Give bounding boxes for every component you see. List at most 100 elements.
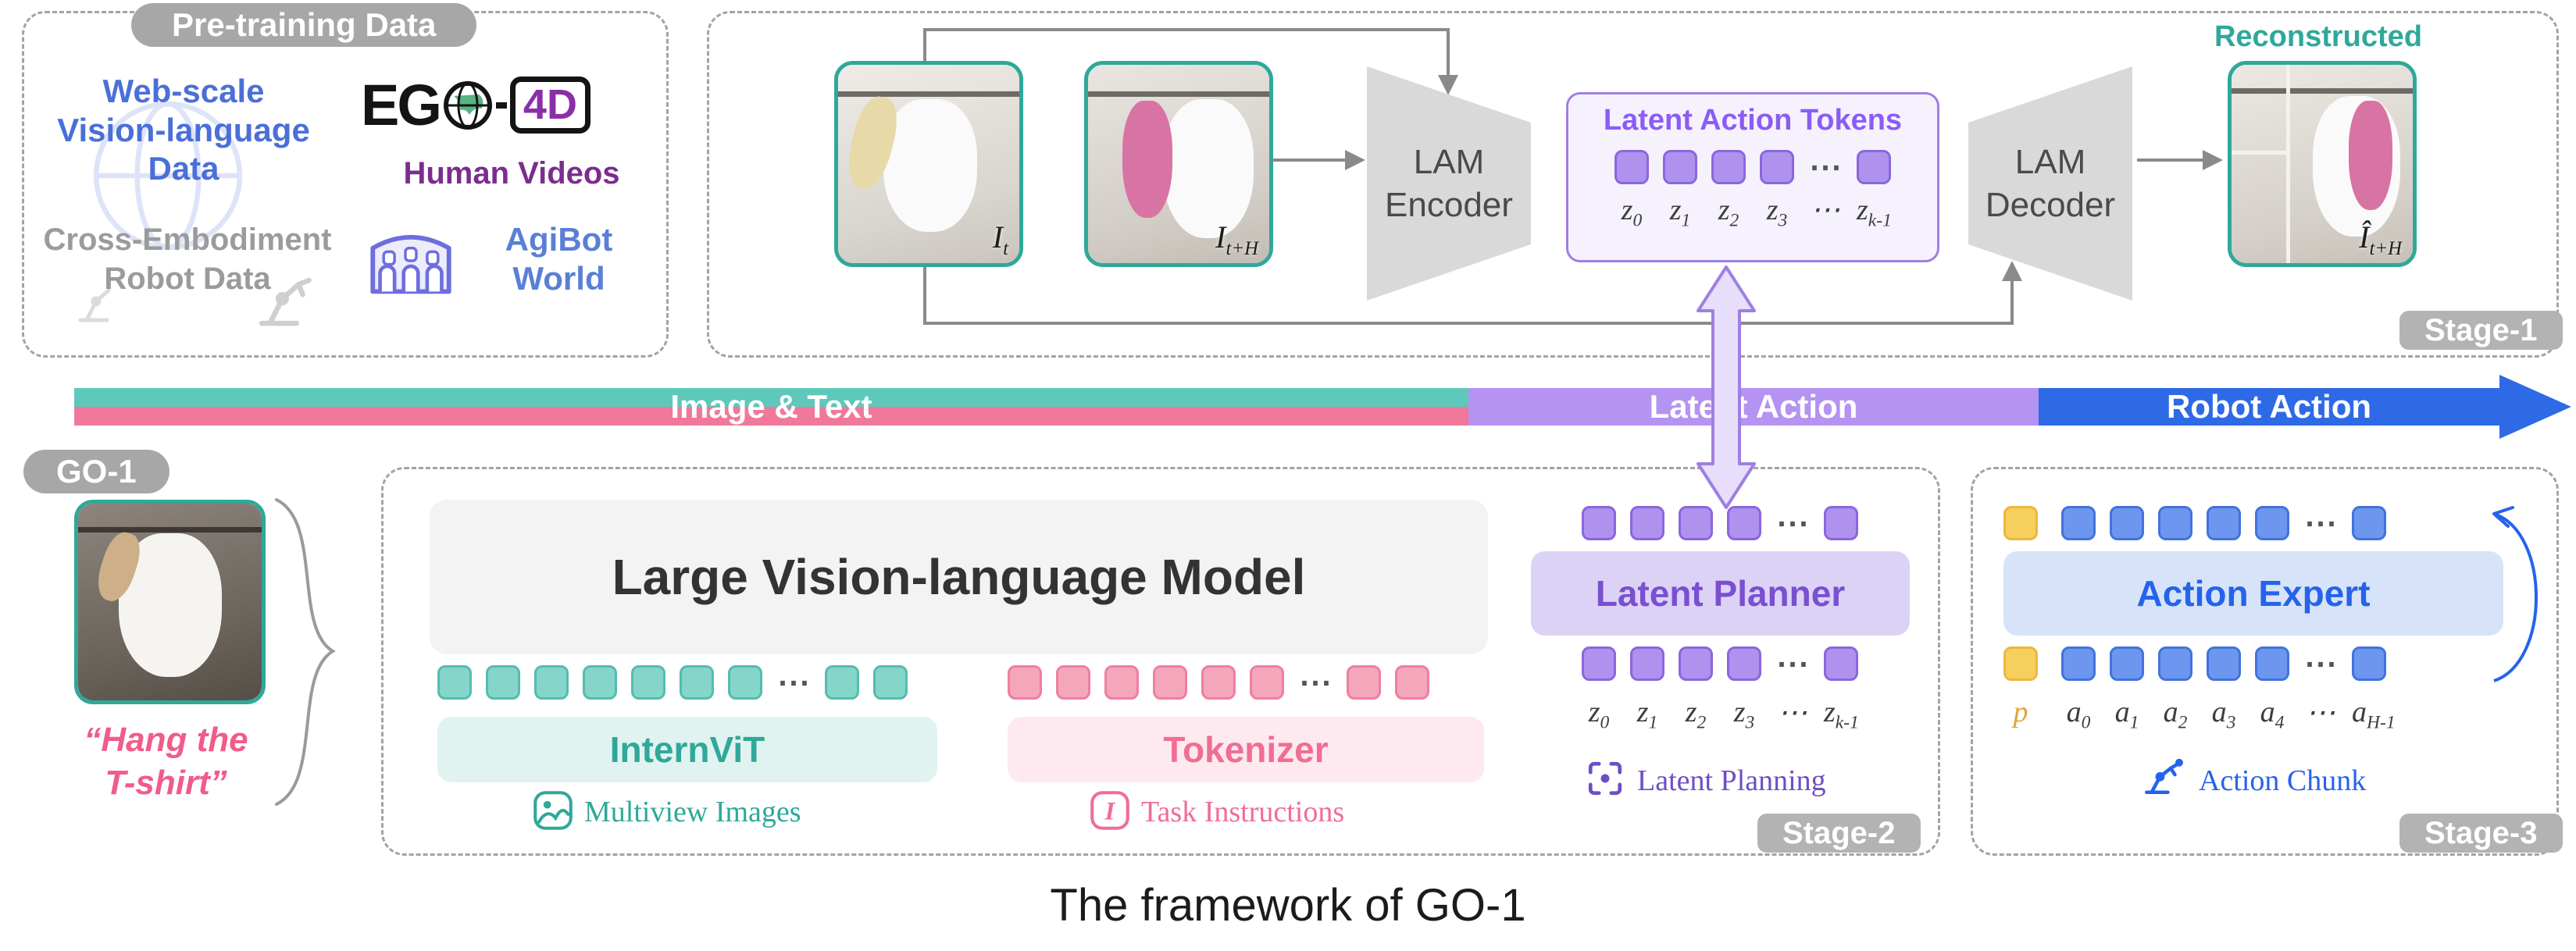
glasses-bridge (495, 102, 507, 109)
vision-token-square (873, 665, 908, 700)
token-label-base: z (1685, 696, 1697, 728)
web-scale-data-label: Web-scale Vision-language Data (47, 72, 320, 188)
action-token-square (2207, 506, 2241, 540)
latent-action-tokens-title: Latent Action Tokens (1603, 104, 1903, 137)
latent-action-token-row: ⋯ (1568, 150, 1937, 184)
token-label: a4 (2255, 695, 2289, 735)
token-label-base: z (1857, 193, 1868, 226)
stage1-box (707, 11, 2559, 358)
token-label-sub: 2 (1729, 210, 1739, 231)
agibot-line: World (512, 260, 605, 297)
observation-image-t: It (834, 61, 1023, 267)
agibot-world-label: AgiBot World (467, 220, 651, 299)
image-label-sub: t (1003, 238, 1008, 259)
token-label-base: a (2211, 696, 2227, 728)
wardrobe-rod (2232, 88, 2413, 94)
arrow-to-encoder (1345, 150, 1365, 170)
token-label: z2 (1679, 695, 1713, 735)
image-label-sub: t+H (1226, 238, 1258, 259)
ellipsis: ⋯ (2304, 645, 2337, 682)
token-label-base: z (1824, 696, 1836, 728)
latent-token-square (1679, 646, 1713, 681)
vision-token-row: ⋯ (437, 665, 908, 700)
token-label: a1 (2110, 695, 2144, 735)
web-scale-line: Web-scale (102, 73, 265, 109)
globe-icon (443, 80, 492, 130)
proprio-token-square (2003, 646, 2038, 681)
latent-token-square (1727, 506, 1761, 540)
action-token-square (2352, 646, 2386, 681)
token-label-sub: 0 (1600, 712, 1610, 733)
action-token-square (2255, 506, 2289, 540)
token-label: z1 (1663, 193, 1697, 232)
stage3-pill: Stage-3 (2399, 814, 2563, 853)
cross-embodiment-label: Cross-Embodiment Robot Data (31, 220, 344, 298)
latent-token-square (1582, 646, 1616, 681)
go1-pill: GO-1 (23, 450, 169, 493)
token-label: ⋯ (2303, 695, 2338, 735)
token-label: z3 (1727, 695, 1761, 735)
latent-token-square (1679, 506, 1713, 540)
reconstructed-label: Reconstructed (2214, 20, 2423, 53)
token-label-sub: k-1 (1835, 712, 1859, 733)
action-chunk-robot-arm-icon (2144, 758, 2183, 795)
action-token-square (2255, 646, 2289, 681)
tokenizer-title: Tokenizer (1163, 729, 1329, 770)
stage3-pill-text: Stage-3 (2424, 815, 2538, 850)
tokenizer-module: Tokenizer (1008, 717, 1484, 782)
pretraining-data-title: Pre-training Data (131, 3, 477, 47)
action-expert-title: Action Expert (2136, 573, 2371, 614)
stage1-pill: Stage-1 (2399, 311, 2563, 350)
wardrobe-rod (838, 91, 1019, 97)
ellipsis: ⋯ (1776, 504, 1809, 541)
token-label-base: a (2066, 696, 2082, 728)
expert-output-token-row: ⋯ (2003, 646, 2386, 681)
grouping-brace (275, 498, 336, 806)
latent-token-square (1824, 506, 1858, 540)
lam-decoder-line: Decoder (1985, 186, 2116, 224)
token-label: ⋯ (1775, 695, 1810, 735)
stage2-pill-text: Stage-2 (1782, 815, 1896, 850)
token-label: z3 (1760, 193, 1794, 232)
flowbar-latent-action-segment: Latent Action (1468, 388, 2039, 426)
vision-token-square (680, 665, 714, 700)
token-label-base: z (1588, 696, 1600, 728)
colosseum-icon (370, 235, 451, 294)
token-label-sub: 3 (1778, 210, 1788, 231)
connector-line (1447, 28, 1450, 77)
token-label-sub: 1 (1648, 712, 1658, 733)
image-label: Ît+H (2359, 219, 2402, 260)
text-token-square (1008, 665, 1042, 700)
text-token-square (1153, 665, 1187, 700)
reconstructed-image: Ît+H (2228, 61, 2417, 267)
token-label: aH-1 (2352, 695, 2396, 735)
latent-token-square (1727, 646, 1761, 681)
connector-line (923, 28, 1448, 31)
web-scale-line: Vision-language (57, 111, 310, 148)
token-label-base: a (2163, 696, 2178, 728)
connector-line (923, 261, 926, 325)
vision-token-square (486, 665, 520, 700)
human-videos-label: Human Videos (403, 156, 620, 191)
token-label-base: z (1621, 193, 1633, 226)
ellipsis: ⋯ (2304, 504, 2337, 541)
token-label-base: a (2260, 696, 2275, 728)
arrow-into-decoder (2002, 261, 2022, 281)
arrow-into-encoder (1438, 75, 1458, 95)
robot-arm-decor-icon (78, 288, 111, 322)
flowbar-robot-action-label: Robot Action (2166, 388, 2372, 425)
token-label-base: z (1669, 193, 1682, 226)
cross-embodiment-line: Cross-Embodiment (43, 223, 332, 257)
flowbar-robot-action-segment: Robot Action (2039, 388, 2499, 426)
token-label-base: ⋯ (2306, 696, 2335, 729)
latent-token-square (1582, 506, 1616, 540)
token-label: ⋯ (1808, 192, 1843, 232)
action-token-square (2158, 506, 2192, 540)
instruction-line: T-shirt” (105, 764, 227, 802)
image-label-base: I (992, 219, 1004, 255)
task-instructions-icon: I (1090, 791, 1129, 830)
expert-token-labels: p a0 a1 a2 a3 a4 ⋯ aH-1 (2003, 695, 2396, 735)
cross-embodiment-line: Robot Data (104, 262, 271, 296)
connector-line (923, 322, 2014, 325)
web-scale-line: Data (148, 150, 219, 187)
